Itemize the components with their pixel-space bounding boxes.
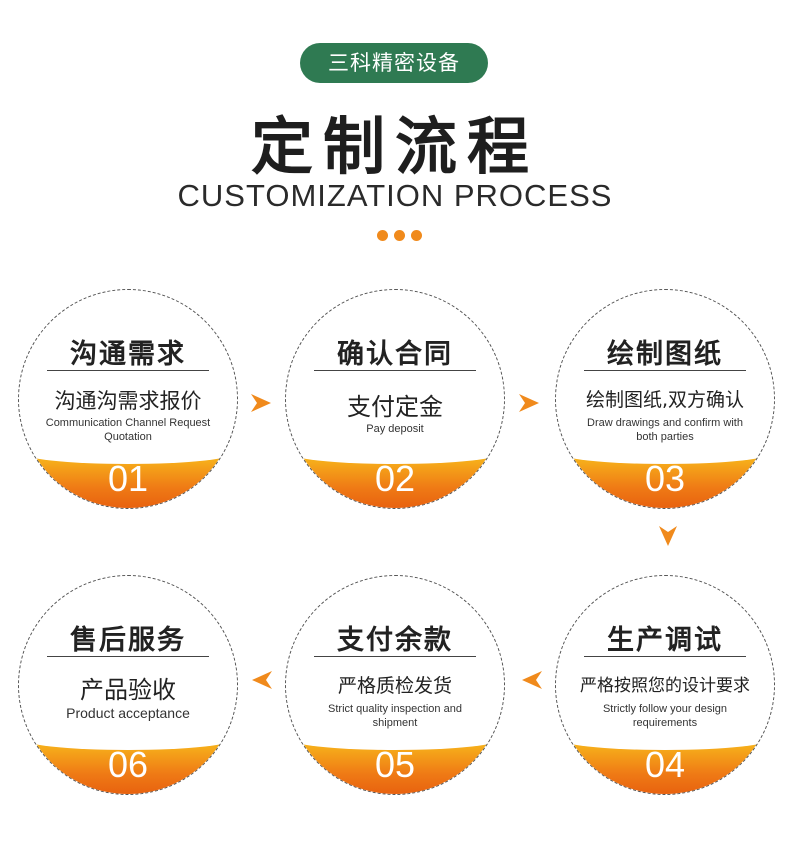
step-divider [47,370,209,371]
step-divider [314,656,476,657]
step-divider [584,370,746,371]
step-description: 严格质检发货 [337,675,452,697]
step-number: 01 [107,458,149,499]
step-title: 售后服务 [70,625,186,656]
arrow-right-icon [249,391,273,415]
dot-icon [394,230,405,241]
step-02: 确认合同 支付定金 Pay deposit 02 [285,289,505,509]
step-01: 沟通需求 沟通沟需求报价 Communication Channel Reque… [18,289,238,509]
step-number-band: 06 [19,738,237,794]
step-number: 04 [644,744,686,785]
dot-icon [377,230,388,241]
step-number-band: 04 [556,738,774,794]
step-description-en: Draw drawings and confirm with both part… [587,417,743,443]
page-subtitle: CUSTOMIZATION PROCESS [177,178,613,213]
step-description-en: Strict quality inspection and shipment [328,703,462,729]
step-number: 06 [107,744,149,785]
arrow-down-icon [656,524,680,548]
step-description-en: Product acceptance [66,705,190,721]
step-number: 02 [374,458,416,499]
dot-icon [411,230,422,241]
step-description: 支付定金 [347,393,443,421]
step-divider [314,370,476,371]
step-divider [47,656,209,657]
brand-badge: 三科精密设备 [300,43,488,83]
step-number-band: 01 [19,452,237,508]
step-number: 03 [644,458,686,499]
step-description: 绘制图纸,双方确认 [585,389,745,411]
page-title: 定制流程 [250,110,539,183]
step-04: 生产调试 严格按照您的设计要求 Strictly follow your des… [555,575,775,795]
arrow-left-icon [250,668,274,692]
step-title: 支付余款 [337,625,453,656]
step-number-band: 05 [286,738,504,794]
decorative-dots [377,230,423,242]
step-number-band: 03 [556,452,774,508]
step-number-band: 02 [286,452,504,508]
step-description-en: Pay deposit [366,423,424,435]
step-number: 05 [374,744,416,785]
step-description: 产品验收 [80,676,176,704]
step-description: 沟通沟需求报价 [54,389,202,413]
step-title: 确认合同 [337,339,453,370]
step-title: 沟通需求 [70,339,186,370]
step-description-en: Strictly follow your design requirements [602,703,728,729]
arrow-left-icon [520,668,544,692]
arrow-right-icon [517,391,541,415]
step-03: 绘制图纸 绘制图纸,双方确认 Draw drawings and confirm… [555,289,775,509]
step-05: 支付余款 严格质检发货 Strict quality inspection an… [285,575,505,795]
step-06: 售后服务 产品验收 Product acceptance 06 [18,575,238,795]
step-title: 绘制图纸 [607,339,723,370]
step-title: 生产调试 [607,625,723,656]
step-description-en: Communication Channel Request Quotation [45,417,211,443]
step-description: 严格按照您的设计要求 [580,676,750,696]
step-divider [584,656,746,657]
